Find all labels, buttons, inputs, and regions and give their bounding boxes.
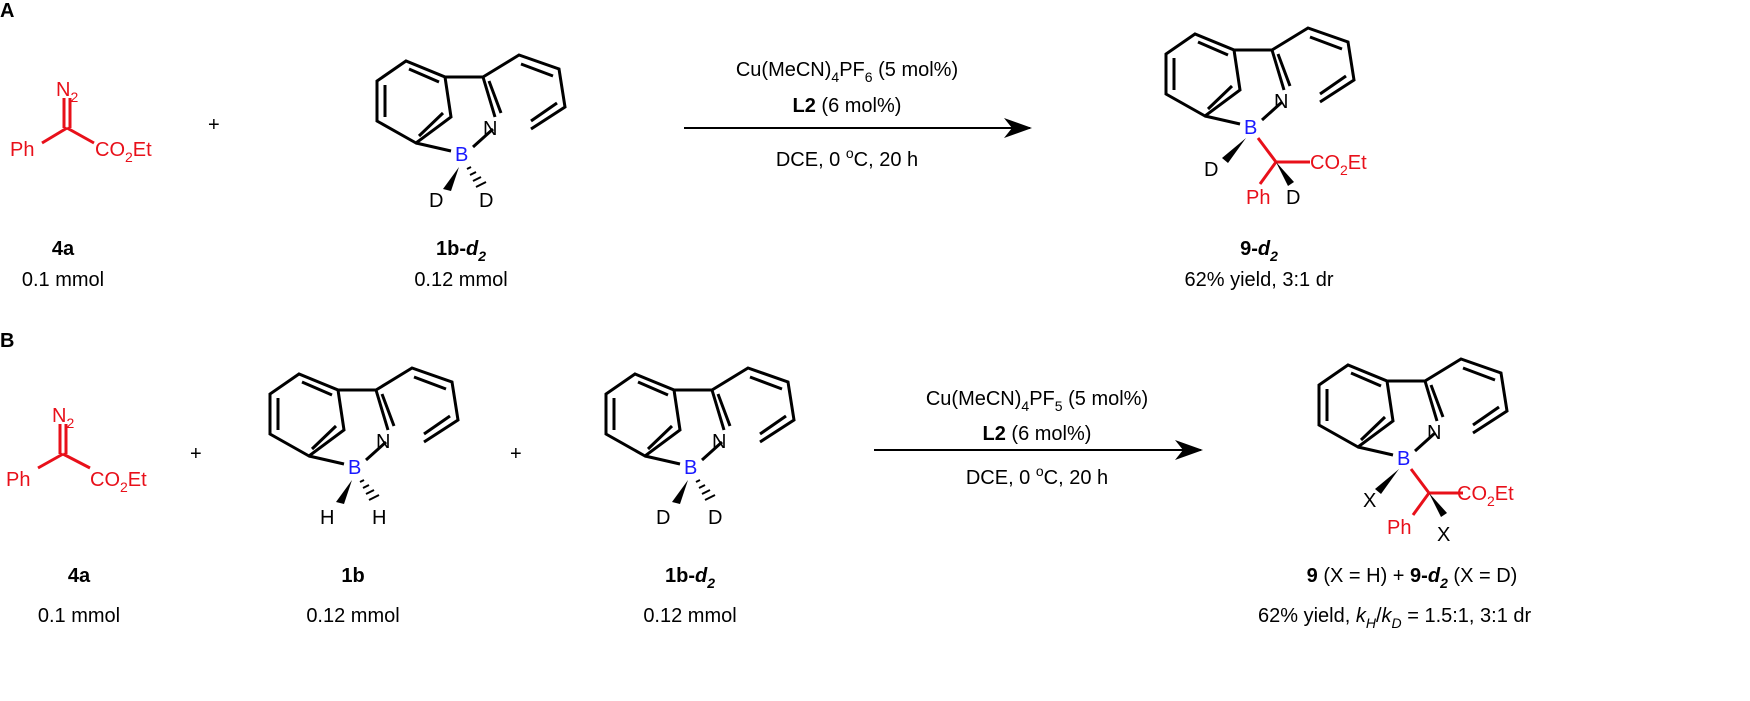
svg-text:B: B <box>684 457 697 479</box>
compound-label-1b-b: 1b <box>341 565 364 587</box>
compound-label-4a-b: 4a <box>68 565 91 587</box>
svg-text:X: X <box>1363 490 1376 512</box>
product-result-a: 62% yield, 3:1 dr <box>1185 269 1334 291</box>
svg-text:Ph: Ph <box>1246 187 1270 209</box>
compound-label-1b-d2-a: 1b-d2 <box>436 238 486 264</box>
conditions-a: Cu(MeCN)4PF6 (5 mol%) L2 (6 mol%) DCE, 0… <box>684 59 1032 171</box>
svg-text:H: H <box>372 507 386 529</box>
svg-text:B: B <box>1397 448 1410 470</box>
svg-text:N: N <box>1274 91 1288 113</box>
svg-text:B: B <box>348 457 361 479</box>
amount-4a-b: 0.1 mmol <box>38 605 120 627</box>
svg-text:D: D <box>429 190 443 212</box>
svg-text:L2 (6 mol%): L2 (6 mol%) <box>983 423 1092 445</box>
amount-4a-a: 0.1 mmol <box>22 269 104 291</box>
svg-text:B: B <box>1244 117 1257 139</box>
product-9-d2-a: B N D Ph D CO2Et <box>1164 26 1367 209</box>
svg-text:N: N <box>1427 422 1441 444</box>
product-result-b: 62% yield, kH/kD = 1.5:1, 3:1 dr <box>1258 605 1532 631</box>
amount-1b-b: 0.12 mmol <box>306 605 399 627</box>
svg-text:Ph: Ph <box>1387 517 1411 539</box>
compound-label-4a-a: 4a <box>52 238 75 260</box>
conditions-b: Cu(MeCN)4PF5 (5 mol%) L2 (6 mol%) DCE, 0… <box>874 388 1203 489</box>
amount-1b-d2-b: 0.12 mmol <box>643 605 736 627</box>
svg-text:Ph: Ph <box>6 469 30 491</box>
plus-a-1: + <box>208 114 220 136</box>
svg-text:N: N <box>712 431 726 453</box>
svg-text:N2: N2 <box>52 405 74 431</box>
compound-label-1b-d2-b: 1b-d2 <box>665 565 715 591</box>
svg-text:H: H <box>320 507 334 529</box>
substrate-1b-d2-b: B N D D <box>604 366 796 529</box>
svg-text:D: D <box>1286 187 1300 209</box>
svg-text:N2: N2 <box>56 79 78 105</box>
svg-text:CO2Et: CO2Et <box>1310 152 1367 178</box>
plus-b-1: + <box>190 443 202 465</box>
svg-text:CO2Et: CO2Et <box>1457 483 1514 509</box>
svg-text:N: N <box>483 118 497 140</box>
svg-text:X: X <box>1437 524 1450 546</box>
svg-text:L2 (6 mol%): L2 (6 mol%) <box>793 95 902 117</box>
svg-text:D: D <box>708 507 722 529</box>
svg-text:DCE, 0 oC, 20 h: DCE, 0 oC, 20 h <box>776 145 918 171</box>
substrate-1b-b: B N H H <box>268 366 460 529</box>
product-label-b: 9 (X = H) + 9-d2 (X = D) <box>1307 565 1518 591</box>
svg-text:CO2Et: CO2Et <box>90 469 147 495</box>
svg-text:B: B <box>455 144 468 166</box>
panel-label-a: A <box>0 0 14 22</box>
svg-text:CO2Et: CO2Et <box>95 139 152 165</box>
plus-b-2: + <box>510 443 522 465</box>
svg-text:DCE, 0 oC, 20 h: DCE, 0 oC, 20 h <box>966 463 1108 489</box>
product-label-a: 9-d2 <box>1240 238 1278 264</box>
svg-text:N: N <box>376 431 390 453</box>
diazo-4a-b: N2 Ph CO2Et <box>6 405 147 495</box>
product-9-b: B N X Ph X CO2Et <box>1317 357 1514 546</box>
svg-text:D: D <box>1204 159 1218 181</box>
svg-text:D: D <box>479 190 493 212</box>
svg-text:Cu(MeCN)4PF6 (5 mol%): Cu(MeCN)4PF6 (5 mol%) <box>736 59 958 85</box>
substrate-1b-d2-a: B N D D <box>375 53 567 212</box>
svg-text:Cu(MeCN)4PF5 (5 mol%): Cu(MeCN)4PF5 (5 mol%) <box>926 388 1148 414</box>
diazo-4a-a: N2 Ph CO2Et <box>10 79 152 165</box>
amount-1b-d2-a: 0.12 mmol <box>414 269 507 291</box>
svg-text:Ph: Ph <box>10 139 34 161</box>
panel-label-b: B <box>0 330 14 352</box>
svg-text:D: D <box>656 507 670 529</box>
